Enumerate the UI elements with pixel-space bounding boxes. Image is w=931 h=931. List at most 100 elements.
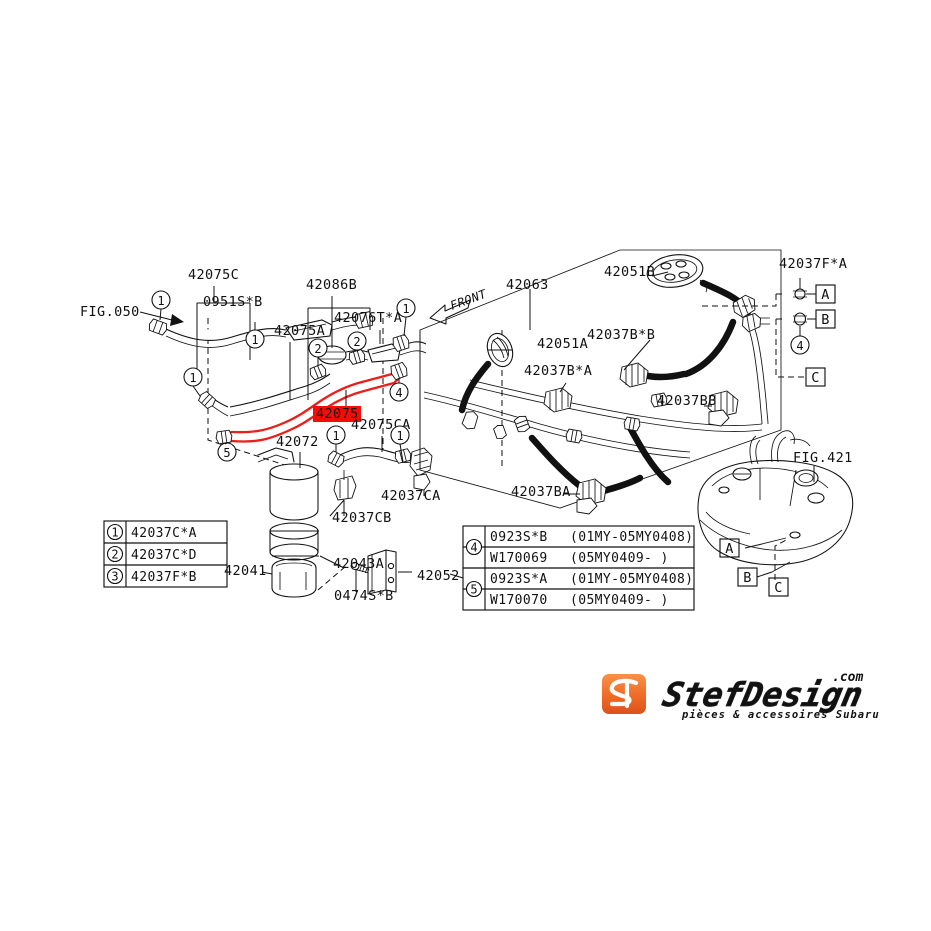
circled-ref: 1 <box>183 367 203 387</box>
svg-text:5: 5 <box>223 446 230 460</box>
label-42075C: 42075C <box>188 267 239 283</box>
variant-range: (01MY-05MY0408) <box>570 530 693 545</box>
front-direction-label: FRONT <box>448 287 489 313</box>
svg-text:C: C <box>774 580 783 596</box>
label-42037BA-s: 42037B*A <box>524 363 592 379</box>
label-42075A: 42075A <box>274 323 325 339</box>
circled-ref: 1 <box>390 425 410 445</box>
svg-text:4: 4 <box>470 541 477 555</box>
label-42086B: 42086B <box>306 277 357 293</box>
label-42052: 42052 <box>417 568 460 584</box>
callout-box-c-right: C <box>805 367 826 387</box>
svg-text:1: 1 <box>157 294 164 308</box>
ref-fig421: FIG.421 <box>793 450 853 466</box>
circled-ref: 4 <box>389 382 409 402</box>
rubber-hoses <box>458 279 752 496</box>
variant-range: (01MY-05MY0408) <box>570 572 693 587</box>
highlighted-part-42075: 42075 <box>313 390 361 422</box>
svg-text:2: 2 <box>314 342 321 356</box>
callout-box-b-tank: B <box>737 567 758 587</box>
variant-table-5: 5 0923S*A (01MY-05MY0408) W170070 (05MY0… <box>462 567 695 611</box>
svg-text:3: 3 <box>111 570 118 584</box>
brand-suffix: .com <box>832 670 863 685</box>
svg-text:C: C <box>811 370 820 386</box>
legend-part: 42037C*D <box>131 548 197 563</box>
callout-box-c-tank: C <box>768 577 789 597</box>
svg-text:B: B <box>821 312 830 328</box>
svg-text:B: B <box>743 570 752 586</box>
legend-row: 2 42037C*D <box>106 545 197 563</box>
fig050-arrow <box>139 311 184 326</box>
part-labels: 42075C 0951S*B 42086B 42075A 42076T*A 42… <box>188 256 847 604</box>
svg-text:1: 1 <box>402 302 409 316</box>
label-42037CB: 42037CB <box>332 510 392 526</box>
variant-part: W170069 <box>490 551 548 566</box>
svg-text:5: 5 <box>470 583 477 597</box>
legend-row: 1 42037C*A <box>106 523 197 541</box>
highlight-label: 42075 <box>316 406 359 422</box>
svg-text:A: A <box>821 287 830 303</box>
circled-ref: 5 <box>217 442 237 462</box>
label-42037BB-s: 42037B*B <box>587 327 655 343</box>
circled-reference-numbers: 1 1 1 2 2 1 4 1 1 5 4 <box>151 290 810 463</box>
variant-range: (05MY0409- ) <box>570 593 669 608</box>
label-42063: 42063 <box>506 277 549 293</box>
svg-text:2: 2 <box>353 335 360 349</box>
circled-ref: 2 <box>308 338 328 358</box>
callout-box-a-tank: A <box>719 538 740 558</box>
logo-wordmark: StefDesign <box>659 675 867 714</box>
label-42041: 42041 <box>224 563 267 579</box>
variant-table-4: 4 0923S*B (01MY-05MY0408) W170069 (05MY0… <box>462 525 695 569</box>
connector-clusters-right <box>461 294 761 515</box>
fuel-pipe-assembly-outline <box>419 249 782 509</box>
svg-text:1: 1 <box>332 429 339 443</box>
fuel-tank-fig421 <box>697 430 854 580</box>
front-direction-arrow <box>429 299 471 325</box>
brand-tagline: pièces & accessoires Subaru <box>681 709 880 721</box>
svg-text:1: 1 <box>396 429 403 443</box>
svg-text:1: 1 <box>251 333 258 347</box>
circled-ref: 1 <box>326 425 346 445</box>
legend-part: 42037F*B <box>131 570 197 585</box>
callout-letter-boxes: A B C A B C <box>719 284 836 597</box>
circled-ref: 1 <box>151 290 171 310</box>
circled-ref: 1 <box>245 329 265 349</box>
callout-box-b-right: B <box>815 309 836 329</box>
label-42043A: 42043A <box>333 556 384 572</box>
label-0951SB: 0951S*B <box>203 294 263 310</box>
label-42037BA: 42037BA <box>511 484 571 500</box>
callout-abc-group <box>700 278 816 378</box>
svg-text:A: A <box>725 541 734 557</box>
label-42037CA: 42037CA <box>381 488 441 504</box>
svg-text:4: 4 <box>395 386 402 400</box>
clamp-group-middle <box>309 333 410 381</box>
hose-42075ca <box>327 447 433 496</box>
svg-text:1: 1 <box>189 371 196 385</box>
bracket-42052 <box>350 549 412 595</box>
variant-part: 0923S*B <box>490 530 548 545</box>
logo-mark <box>602 674 646 714</box>
leader-lines <box>196 271 712 575</box>
callout-box-a-right: A <box>815 284 836 304</box>
ref-fig050: FIG.050 <box>80 304 140 320</box>
label-42037BB: 42037BB <box>657 393 717 409</box>
label-42072: 42072 <box>276 434 319 450</box>
clip-42037cb <box>333 470 357 516</box>
label-42051B: 42051B <box>604 264 655 280</box>
clamp-group-upper <box>148 311 374 336</box>
variant-range: (05MY0409- ) <box>570 551 669 566</box>
legend-row: 3 42037F*B <box>106 567 197 585</box>
legend-part: 42037C*A <box>131 526 197 541</box>
label-0474SB: 0474S*B <box>334 588 394 604</box>
circled-ref: 4 <box>790 335 810 355</box>
label-42037FA: 42037F*A <box>779 256 847 272</box>
svg-text:2: 2 <box>111 548 118 562</box>
circled-ref: 2 <box>347 331 367 351</box>
label-42051A: 42051A <box>537 336 588 352</box>
hose-left-lower <box>197 390 229 417</box>
variant-part: 0923S*A <box>490 572 548 587</box>
brand-name: StefDesign <box>659 675 866 714</box>
stefdesign-watermark: StefDesign .com pièces & accessoires Sub… <box>602 670 880 721</box>
